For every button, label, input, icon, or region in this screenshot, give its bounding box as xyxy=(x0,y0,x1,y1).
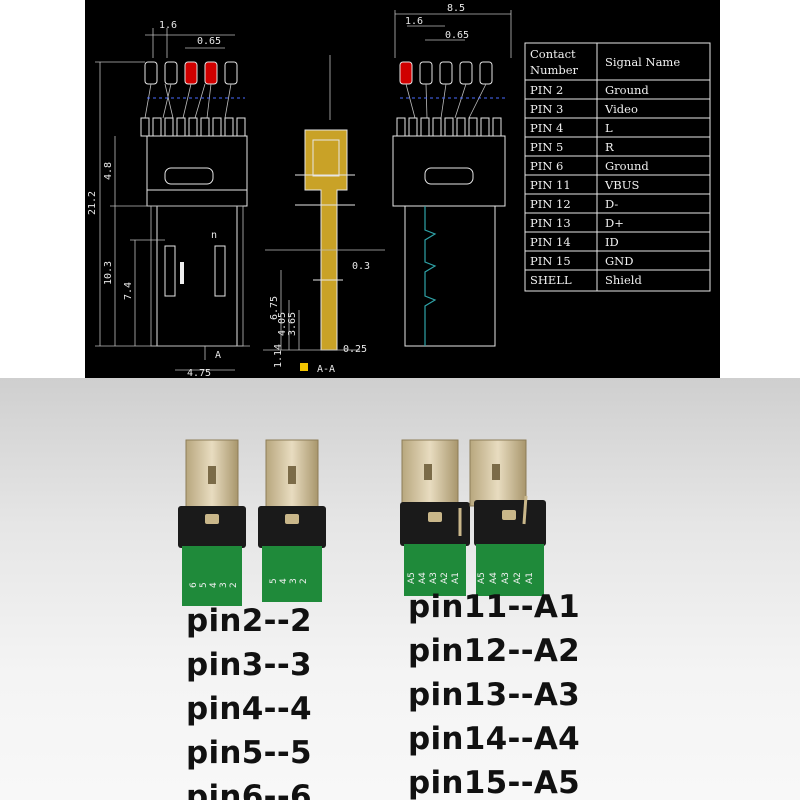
pcb-label: 3 xyxy=(219,582,229,588)
table-cell-signal: D- xyxy=(605,197,618,211)
pin-mapping-item: pin12--A2 xyxy=(408,633,581,669)
connector-right-2 xyxy=(469,439,546,596)
table-cell-contact: PIN 15 xyxy=(530,254,571,268)
pin-mapping-item: pin2--2 xyxy=(186,603,312,639)
table-cell-contact: PIN 5 xyxy=(530,140,563,154)
pin-mapping-right: pin11--A1 pin12--A2 pin13--A3 pin14--A4 … xyxy=(408,585,580,800)
pcb-label: A1 xyxy=(525,572,535,584)
pcb-label: 5 xyxy=(199,582,209,588)
pin-mapping-item: pin3--3 xyxy=(186,647,312,683)
table-cell-signal: ID xyxy=(605,235,619,249)
dim-4-05: 4.05 xyxy=(277,312,288,336)
pin-mapping-left: pin2--2 pin3--3 pin4--4 pin5--5 pin6--6 xyxy=(186,599,312,800)
shield-outline xyxy=(424,206,437,346)
table-cell-signal: Shield xyxy=(605,273,642,287)
table-header-contact-line1: Contact xyxy=(530,47,576,61)
pcb-label: A3 xyxy=(501,572,511,584)
table-cell-signal: GND xyxy=(605,254,633,268)
pcb-label: 2 xyxy=(229,582,239,588)
pcb-label: A4 xyxy=(418,572,428,584)
pcb-label: A2 xyxy=(513,572,523,584)
section-label: A-A xyxy=(317,364,335,375)
table-cell-contact: PIN 12 xyxy=(530,197,571,211)
table-cell-contact: PIN 13 xyxy=(530,216,571,230)
highlight-pad xyxy=(184,61,198,85)
dim-section-small: 0.3 xyxy=(352,261,370,272)
drawing-svg: 1.6 0.65 21.2 4.8 10.3 7.4 n A 4.75 xyxy=(87,3,711,378)
pcb-label: 2 xyxy=(299,578,309,584)
pcb-label: 6 xyxy=(189,582,199,588)
connector-left-1 xyxy=(178,439,246,606)
table-cell-signal: Ground xyxy=(605,83,649,97)
dim-tongue-height: 7.4 xyxy=(123,282,134,300)
pin-mapping-item: pin13--A3 xyxy=(408,677,581,713)
pcb-label: 3 xyxy=(289,578,299,584)
pin-mapping-item: pin14--A4 xyxy=(408,721,581,757)
pcb-label: A1 xyxy=(451,572,461,584)
highlight-pad xyxy=(399,61,413,85)
pin-mapping-item: pin6--6 xyxy=(186,779,312,800)
highlight-pad xyxy=(204,61,218,85)
rear-view: 1.6 0.65 8.5 xyxy=(392,3,512,347)
dim-top-left-rear: 1.6 xyxy=(405,16,423,27)
front-view: 1.6 0.65 21.2 4.8 10.3 7.4 n A 4.75 xyxy=(87,20,250,378)
dim-6-75: 6.75 xyxy=(269,296,280,320)
pcb-label: A5 xyxy=(477,572,487,584)
pin-mapping-item: pin5--5 xyxy=(186,735,312,771)
section-fill xyxy=(304,129,348,351)
table-cell-contact: PIN 2 xyxy=(530,83,563,97)
table-cell-signal: Ground xyxy=(605,159,649,173)
connector-right-1 xyxy=(400,439,470,596)
pin-mapping-item: pin15--A5 xyxy=(408,765,581,800)
pcb-label: A5 xyxy=(407,572,417,584)
pcb-label: 4 xyxy=(209,582,219,588)
dim-3-65: 3.65 xyxy=(287,312,298,336)
table-cell-signal: R xyxy=(605,140,614,154)
dim-lower-height: 10.3 xyxy=(103,261,114,285)
pcb-label: 4 xyxy=(279,578,289,584)
connector-left-2 xyxy=(258,439,326,602)
pcb-label: A3 xyxy=(429,572,439,584)
pin-mapping-item: pin4--4 xyxy=(186,691,312,727)
dim-top-width: 8.5 xyxy=(447,3,465,14)
table-cell-contact: PIN 11 xyxy=(530,178,571,192)
table-cell-contact: PIN 6 xyxy=(530,159,563,173)
dim-total-height: 21.2 xyxy=(87,191,98,215)
section-letter-a: A xyxy=(215,350,221,361)
table-cell-signal: D+ xyxy=(605,216,624,230)
table-cell-signal: VBUS xyxy=(604,178,639,192)
dim-offset: n xyxy=(211,230,217,241)
table-header-contact-line2: Number xyxy=(530,63,579,77)
section-marker xyxy=(300,363,308,371)
table-cell-contact: SHELL xyxy=(530,273,572,287)
dim-top-left: 1.6 xyxy=(159,20,177,31)
pin-mapping-item: pin11--A1 xyxy=(408,589,581,625)
section-view: 0.3 6.75 4.05 3.65 1.14 0.25 A-A xyxy=(263,55,385,375)
dim-bottom-width: 4.75 xyxy=(187,368,211,378)
pcb-label: A4 xyxy=(489,572,499,584)
table-header-signal: Signal Name xyxy=(605,55,680,69)
dim-upper-height: 4.8 xyxy=(103,162,114,180)
dim-0-25: 0.25 xyxy=(343,344,367,355)
pcb-label: 5 xyxy=(269,578,279,584)
dim-top-pitch: 0.65 xyxy=(197,36,221,47)
table-cell-contact: PIN 14 xyxy=(530,235,571,249)
technical-drawing: 1.6 0.65 21.2 4.8 10.3 7.4 n A 4.75 xyxy=(85,0,720,378)
table-cell-signal: L xyxy=(605,121,613,135)
table-cell-signal: Video xyxy=(604,102,638,116)
dim-1-14: 1.14 xyxy=(273,344,284,368)
table-cell-contact: PIN 4 xyxy=(530,121,563,135)
dim-top-pitch-rear: 0.65 xyxy=(445,30,469,41)
pcb-label: A2 xyxy=(440,572,450,584)
table-cell-contact: PIN 3 xyxy=(530,102,563,116)
